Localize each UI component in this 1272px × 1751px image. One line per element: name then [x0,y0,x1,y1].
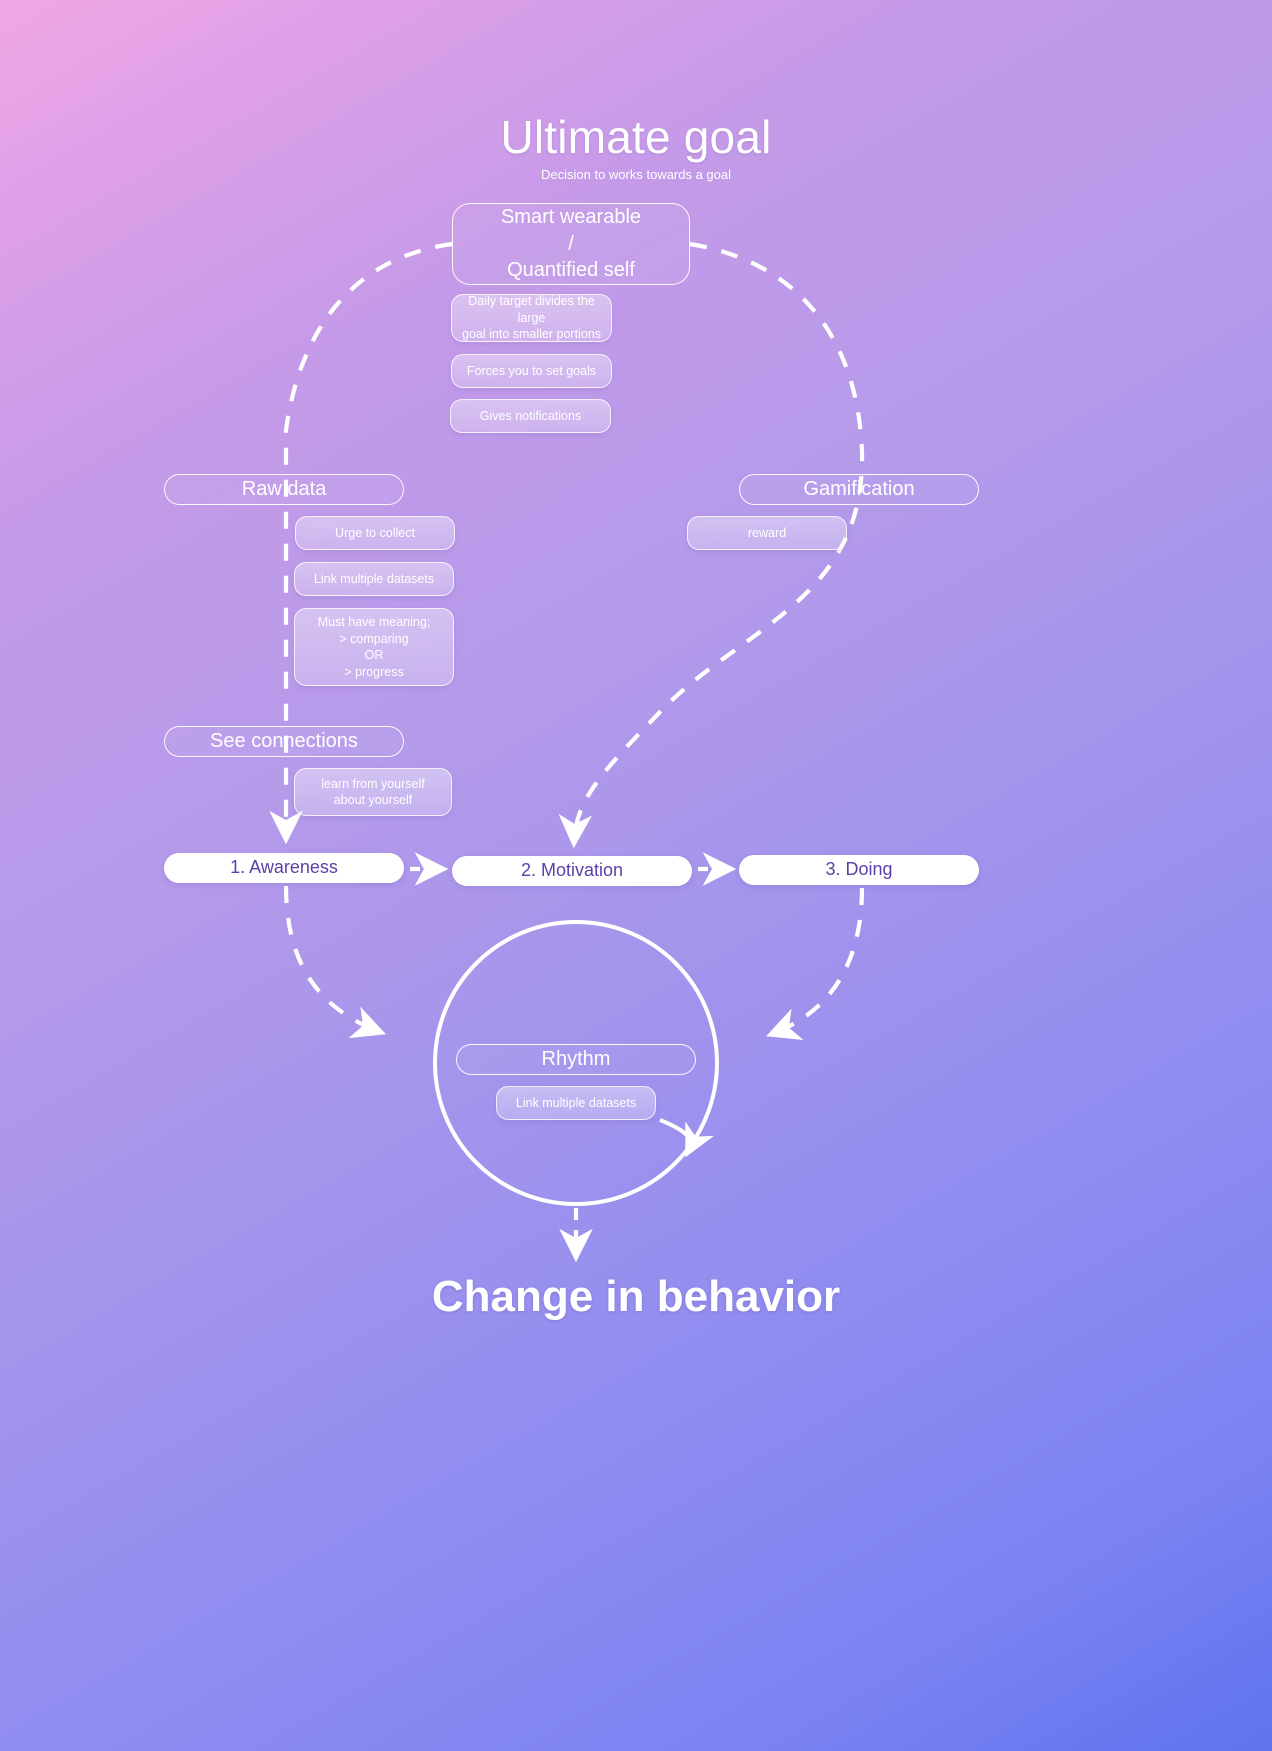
page-subtitle: Decision to works towards a goal [540,167,732,182]
node-rhythm[interactable]: Rhythm [456,1044,696,1075]
outcome-title: Change in behavior [431,1272,841,1321]
node-gamification[interactable]: Gamification [739,474,979,505]
node-link-multiple-datasets-circle[interactable]: Link multiple datasets [496,1086,656,1120]
node-gives-notifications[interactable]: Gives notifications [450,399,611,433]
arrow-doing-to-rhythm [766,887,865,1041]
stage-3-doing[interactable]: 3. Doing [739,855,979,885]
rhythm-loop-arrowhead [659,1118,714,1158]
node-link-multiple-datasets-left[interactable]: Link multiple datasets [294,562,454,596]
stage-1-awareness[interactable]: 1. Awareness [164,853,404,883]
node-raw-data[interactable]: Raw data [164,474,404,505]
node-learn-from-yourself[interactable]: learn from yourself about yourself [294,768,452,816]
node-daily-target[interactable]: Daily target divides the large goal into… [451,294,612,342]
node-reward[interactable]: reward [687,516,847,550]
node-urge-to-collect[interactable]: Urge to collect [295,516,455,550]
page-title: Ultimate goal [500,111,772,163]
node-smart-wearable[interactable]: Smart wearable / Quantified self [452,203,690,285]
node-forces-goals[interactable]: Forces you to set goals [451,354,612,388]
node-see-connections[interactable]: See connections [164,726,404,757]
node-must-have-meaning[interactable]: Must have meaning; > comparing OR > prog… [294,608,454,686]
arrow-awareness-to-rhythm [283,885,386,1039]
stage-2-motivation[interactable]: 2. Motivation [452,856,692,886]
